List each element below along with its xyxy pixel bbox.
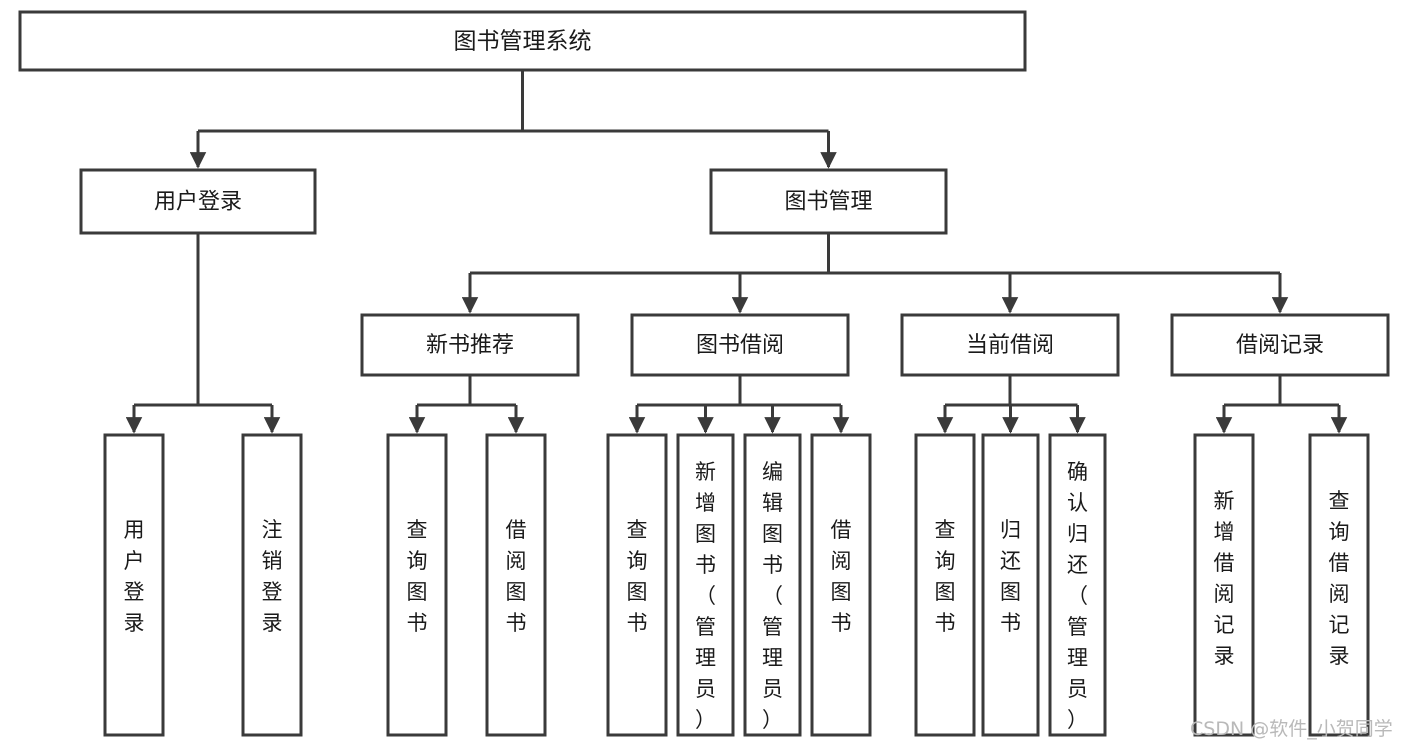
node-book-borrow[interactable]: 图书借阅 <box>630 313 850 377</box>
node-box-root <box>18 10 1027 72</box>
leaf-leaf-borrow-book-rec[interactable]: 借阅图书 <box>485 433 547 737</box>
node-box-borrow-record <box>1170 313 1390 377</box>
node-box-current-borrow <box>900 313 1120 377</box>
node-borrow-record[interactable]: 借阅记录 <box>1170 313 1390 377</box>
node-box-user-login <box>79 168 317 235</box>
leaf-leaf-borrow-book[interactable]: 借阅图书 <box>810 433 872 737</box>
leaf-box-leaf-add-book-admin <box>676 433 735 737</box>
leaf-label-leaf-user-login: 用户登录 <box>124 518 145 635</box>
node-box-new-book-recommend <box>360 313 580 377</box>
leaf-box-leaf-query-book-current <box>914 433 976 737</box>
leaf-leaf-query-book-rec[interactable]: 查询图书 <box>386 433 448 737</box>
leaf-leaf-query-book-borrow[interactable]: 查询图书 <box>606 433 668 737</box>
leaf-label-leaf-borrow-book-rec: 借阅图书 <box>506 518 527 635</box>
leaf-leaf-add-book-admin[interactable]: 新增图书（管理员） <box>676 433 735 737</box>
leaf-box-leaf-logout <box>241 433 303 737</box>
node-new-book-recommend[interactable]: 新书推荐 <box>360 313 580 377</box>
leaf-leaf-logout[interactable]: 注销登录 <box>241 433 303 737</box>
leaf-leaf-user-login[interactable]: 用户登录 <box>103 433 165 737</box>
node-root[interactable]: 图书管理系统 <box>18 10 1027 72</box>
node-label-borrow-record: 借阅记录 <box>1236 333 1324 358</box>
leaf-box-leaf-query-book-rec <box>386 433 448 737</box>
leaf-label-leaf-add-book-admin: 新增图书（管理员） <box>695 460 716 732</box>
node-label-new-book-recommend: 新书推荐 <box>426 333 514 358</box>
leaf-label-leaf-edit-book-admin: 编辑图书（管理员） <box>762 460 783 732</box>
node-box-book-borrow <box>630 313 850 377</box>
leaf-label-leaf-add-borrow-record: 新增借阅记录 <box>1214 489 1235 668</box>
leaf-leaf-query-borrow-record[interactable]: 查询借阅记录 <box>1308 433 1370 737</box>
leaf-box-leaf-borrow-book-rec <box>485 433 547 737</box>
node-label-user-login: 用户登录 <box>154 190 242 215</box>
leaf-box-leaf-confirm-return-admin <box>1048 433 1107 737</box>
node-label-root: 图书管理系统 <box>454 29 592 55</box>
leaf-label-leaf-query-book-borrow: 查询图书 <box>627 518 648 635</box>
leaf-box-leaf-user-login <box>103 433 165 737</box>
node-box-book-management <box>709 168 948 235</box>
leaf-box-leaf-edit-book-admin <box>743 433 802 737</box>
leaf-box-leaf-query-book-borrow <box>606 433 668 737</box>
leaf-label-leaf-logout: 注销登录 <box>262 518 283 635</box>
node-label-book-management: 图书管理 <box>784 190 872 215</box>
leaf-box-leaf-return-book <box>981 433 1040 737</box>
leaf-label-leaf-query-book-rec: 查询图书 <box>407 518 428 635</box>
node-user-login[interactable]: 用户登录 <box>79 168 317 235</box>
node-book-management[interactable]: 图书管理 <box>709 168 948 235</box>
leaf-label-leaf-return-book: 归还图书 <box>1000 518 1021 635</box>
leaf-label-leaf-query-book-current: 查询图书 <box>935 518 956 635</box>
leaf-box-leaf-borrow-book <box>810 433 872 737</box>
leaf-box-leaf-query-borrow-record <box>1308 433 1370 737</box>
leaf-leaf-confirm-return-admin[interactable]: 确认归还（管理员） <box>1048 433 1107 737</box>
node-label-current-borrow: 当前借阅 <box>966 333 1054 358</box>
leaf-leaf-add-borrow-record[interactable]: 新增借阅记录 <box>1193 433 1255 737</box>
leaf-label-leaf-borrow-book: 借阅图书 <box>831 518 852 635</box>
leaf-leaf-return-book[interactable]: 归还图书 <box>981 433 1040 737</box>
node-layer: 图书管理系统用户登录图书管理新书推荐图书借阅当前借阅借阅记录用户登录注销登录查询… <box>18 10 1390 737</box>
node-current-borrow[interactable]: 当前借阅 <box>900 313 1120 377</box>
node-label-book-borrow: 图书借阅 <box>696 333 784 358</box>
leaf-leaf-edit-book-admin[interactable]: 编辑图书（管理员） <box>743 433 802 737</box>
leaf-box-leaf-add-borrow-record <box>1193 433 1255 737</box>
connector-layer <box>125 70 1348 434</box>
leaf-label-leaf-confirm-return-admin: 确认归还（管理员） <box>1067 460 1088 732</box>
leaf-leaf-query-book-current[interactable]: 查询图书 <box>914 433 976 737</box>
leaf-label-leaf-query-borrow-record: 查询借阅记录 <box>1329 489 1350 668</box>
